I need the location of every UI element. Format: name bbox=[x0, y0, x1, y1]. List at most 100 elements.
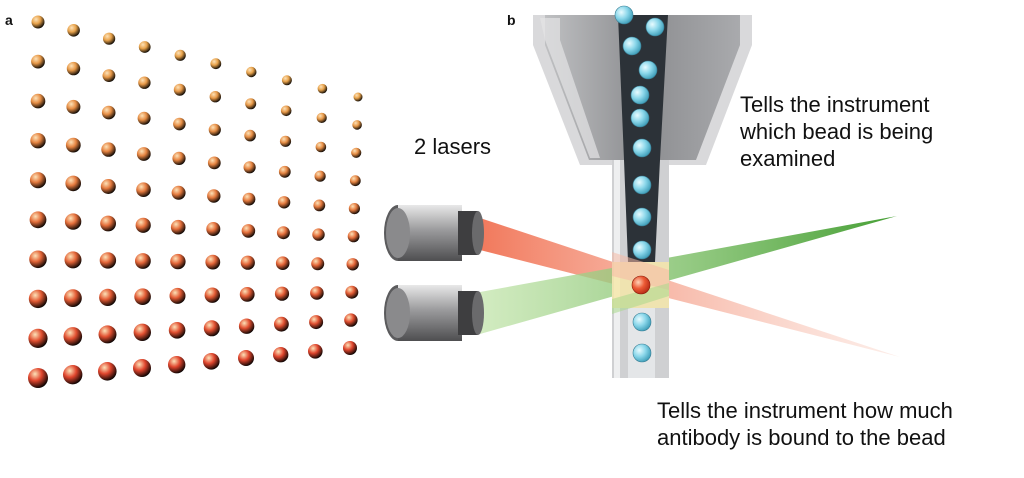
red-laser-beam bbox=[480, 218, 900, 357]
flow-bead bbox=[638, 60, 658, 80]
array-bead bbox=[174, 49, 186, 61]
array-bead bbox=[313, 199, 326, 212]
panel-label-b: b bbox=[507, 12, 516, 28]
array-bead bbox=[206, 222, 221, 236]
lasers-label: 2 lasers bbox=[414, 134, 492, 159]
array-bead bbox=[308, 344, 323, 359]
array-bead bbox=[99, 252, 117, 269]
laser-housing-top bbox=[384, 205, 484, 261]
array-bead bbox=[134, 288, 151, 306]
array-bead bbox=[279, 135, 292, 147]
array-bead bbox=[317, 83, 328, 94]
array-bead bbox=[347, 230, 360, 243]
array-bead bbox=[172, 151, 186, 165]
flow-bead bbox=[645, 17, 665, 37]
array-bead bbox=[205, 254, 221, 270]
panel-label-a: a bbox=[5, 12, 13, 28]
array-bead bbox=[31, 15, 45, 29]
laser-housing-bottom bbox=[384, 285, 484, 341]
array-bead bbox=[238, 350, 254, 366]
array-bead bbox=[171, 185, 186, 200]
flow-bead bbox=[630, 108, 650, 128]
array-bead bbox=[343, 341, 357, 355]
flow-bead bbox=[632, 175, 652, 195]
array-bead bbox=[349, 175, 361, 187]
array-bead bbox=[173, 83, 186, 96]
array-bead bbox=[280, 105, 292, 117]
flow-bead bbox=[630, 85, 650, 105]
array-bead bbox=[138, 41, 151, 53]
array-bead bbox=[276, 226, 290, 240]
flow-bead bbox=[632, 240, 652, 260]
array-bead bbox=[209, 91, 221, 103]
array-bead bbox=[98, 362, 117, 381]
array-bead bbox=[101, 142, 116, 157]
array-bead bbox=[100, 179, 116, 194]
array-bead bbox=[241, 224, 256, 238]
array-bead bbox=[351, 147, 362, 158]
array-bead bbox=[28, 328, 48, 348]
array-bead bbox=[99, 288, 117, 306]
bead-id-line-2: which bead is being bbox=[740, 119, 934, 144]
array-bead bbox=[311, 257, 325, 271]
array-bead bbox=[170, 219, 186, 235]
array-bead bbox=[353, 92, 363, 102]
array-bead bbox=[101, 105, 116, 120]
bead-id-caption: Tells the instrument which bead is being… bbox=[740, 91, 933, 172]
array-bead bbox=[203, 320, 220, 337]
array-bead bbox=[242, 192, 256, 206]
antibody-line-2: antibody is bound to the bead bbox=[657, 425, 946, 450]
array-bead bbox=[66, 61, 81, 76]
array-bead bbox=[312, 228, 325, 241]
flow-bead bbox=[622, 36, 642, 56]
array-bead bbox=[316, 112, 327, 123]
active-bead bbox=[631, 275, 651, 295]
array-bead bbox=[135, 253, 151, 269]
array-bead bbox=[65, 137, 81, 153]
array-bead bbox=[64, 213, 82, 230]
green-laser-beam bbox=[480, 216, 897, 334]
array-bead bbox=[309, 315, 324, 330]
array-bead bbox=[274, 316, 289, 332]
array-bead bbox=[133, 359, 151, 377]
array-bead bbox=[103, 32, 116, 45]
array-bead bbox=[170, 253, 186, 270]
array-bead bbox=[137, 111, 151, 125]
array-bead bbox=[239, 287, 255, 302]
array-bead bbox=[168, 322, 186, 339]
array-bead bbox=[207, 156, 221, 170]
array-bead bbox=[240, 255, 255, 270]
flow-bead bbox=[632, 312, 652, 332]
array-bead bbox=[31, 54, 45, 69]
array-bead bbox=[29, 211, 47, 229]
array-bead bbox=[98, 325, 117, 344]
flow-bead bbox=[614, 5, 634, 25]
array-bead bbox=[208, 123, 221, 136]
array-bead bbox=[310, 286, 324, 300]
array-bead bbox=[243, 161, 256, 174]
flow-bead bbox=[632, 343, 652, 363]
array-bead bbox=[352, 120, 362, 130]
array-bead bbox=[100, 215, 116, 232]
array-bead bbox=[136, 147, 151, 161]
array-bead bbox=[168, 356, 186, 374]
flow-bead bbox=[632, 207, 652, 227]
bead-id-line-1: Tells the instrument bbox=[740, 92, 930, 117]
array-bead bbox=[169, 287, 186, 304]
array-bead bbox=[245, 98, 257, 110]
array-bead bbox=[63, 327, 83, 346]
array-bead bbox=[62, 365, 83, 385]
array-bead bbox=[173, 117, 186, 131]
array-bead bbox=[133, 323, 151, 341]
array-bead bbox=[344, 313, 358, 327]
array-bead bbox=[102, 69, 116, 82]
array-bead bbox=[275, 256, 290, 271]
array-bead bbox=[345, 285, 359, 299]
array-bead bbox=[244, 129, 256, 142]
array-bead bbox=[314, 170, 326, 182]
flow-channel bbox=[618, 15, 668, 262]
array-bead bbox=[246, 66, 257, 78]
array-bead bbox=[135, 217, 151, 233]
nozzle-highlight bbox=[540, 18, 600, 158]
